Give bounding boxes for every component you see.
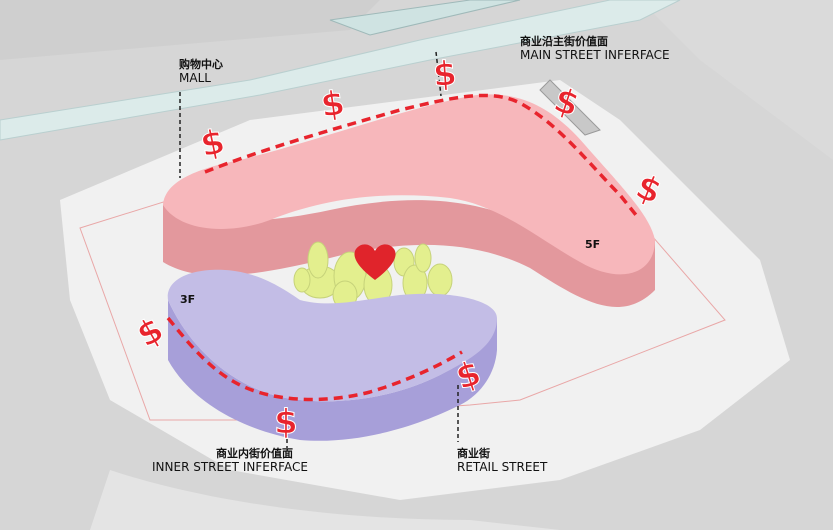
plaza-south [90, 470, 560, 530]
mall-label-en: MALL [179, 70, 211, 85]
inner-street-label: 商业内街价值面 INNER STREET INFERFACE [152, 447, 308, 474]
dollar-sign-icon: $ [432, 54, 458, 96]
podium-floor-label: 3F [180, 293, 196, 306]
heart-icon [354, 244, 396, 280]
inner-street-label-cn: 商业内街价值面 [216, 447, 293, 460]
tree [414, 243, 432, 273]
main-street-label-cn: 商业沿主街价值面 [520, 35, 608, 48]
retail-street-label: 商业街 RETAIL STREET [457, 447, 548, 474]
podium-roof [167, 269, 497, 402]
bridge-structure [329, 0, 521, 36]
water-channel [0, 0, 681, 141]
courtyard-trees [293, 241, 453, 310]
main-street-label: 商业沿主街价值面 MAIN STREET INFERFACE [520, 35, 670, 62]
tree [293, 267, 311, 293]
inner-street-value-line [166, 316, 463, 402]
main-street-label-en: MAIN STREET INFERFACE [520, 47, 670, 62]
dollar-sign-icon: $ [274, 403, 298, 443]
road-top-left [0, 0, 380, 60]
tower-roof [163, 94, 655, 275]
retail-street-label-en: RETAIL STREET [457, 459, 548, 474]
mall-label: 购物中心 MALL [179, 58, 223, 85]
inner-street-label-en: INNER STREET INFERFACE [152, 459, 308, 474]
tower-floor-label: 5F [585, 238, 601, 251]
main-street-leader-line [435, 51, 442, 97]
tree [427, 263, 453, 297]
podium-side [168, 300, 497, 441]
pavilion [539, 79, 601, 136]
main-street-value-line [204, 93, 638, 217]
retail-street-label-cn: 商业街 [457, 447, 490, 460]
mall-label-cn: 购物中心 [179, 58, 223, 71]
road-top-right [640, 0, 833, 160]
tree [307, 241, 329, 279]
